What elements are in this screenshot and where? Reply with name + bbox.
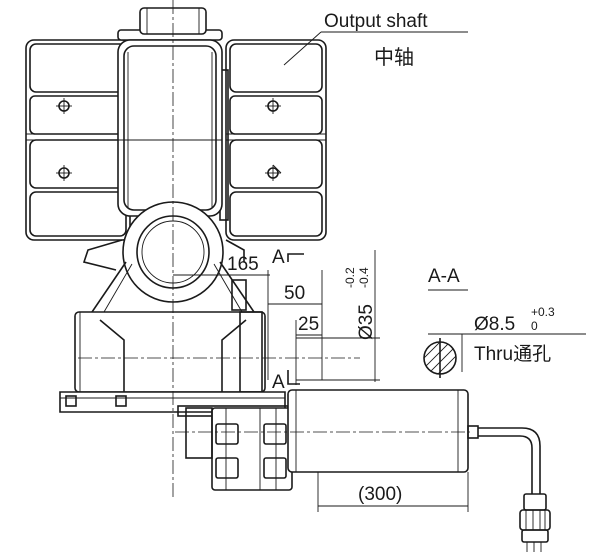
hole-note-label: Thru通孔 <box>474 343 551 365</box>
left-bolt-top-icon <box>56 98 72 114</box>
shaft-diameter-label: Ø35 <box>356 304 377 340</box>
electric-motor <box>287 389 479 473</box>
section-aa-detail: A-A Ø8.5 +0.3 0 Thru通孔 <box>423 266 586 378</box>
output-shaft-label-en: Output shaft <box>324 11 428 32</box>
hole-diameter-label: Ø8.5 <box>474 314 515 335</box>
right-motor-housing <box>219 39 327 241</box>
cable-and-connector <box>478 427 551 552</box>
output-shaft-callout: Output shaft 中轴 <box>283 11 468 69</box>
dim-25-label: 25 <box>298 314 319 335</box>
dimension-shaft-diameter: Ø35 -0.2 -0.4 <box>296 250 380 382</box>
dimension-165: 165 <box>173 254 270 276</box>
hole-tol-upper: +0.3 <box>531 305 555 319</box>
dimension-300: (300) <box>317 472 469 512</box>
left-bolt-bottom-icon <box>56 165 72 181</box>
output-shaft-label-cn: 中轴 <box>374 46 414 69</box>
section-mark-bottom: A <box>272 370 300 393</box>
shaft-tol-lower: -0.4 <box>357 267 371 288</box>
dim-50-label: 50 <box>284 283 305 304</box>
dimension-25: 25 <box>295 314 322 385</box>
central-column <box>117 7 223 217</box>
section-aa-title: A-A <box>428 266 460 287</box>
section-mark-top: A <box>272 247 304 268</box>
left-motor-housing <box>25 39 131 241</box>
right-bolt-top-icon <box>265 98 281 114</box>
shaft-tol-upper: -0.2 <box>343 267 357 288</box>
section-mark-top-label: A <box>272 247 285 268</box>
hole-tol-lower: 0 <box>531 319 538 333</box>
section-mark-bottom-label: A <box>272 372 285 393</box>
gearbox <box>74 311 266 393</box>
shaft-section-hatch-icon <box>423 338 457 378</box>
right-bolt-bottom-icon <box>265 164 282 181</box>
motor-flange <box>185 407 293 491</box>
dim-300-label: (300) <box>358 484 402 505</box>
dim-165-label: 165 <box>227 254 259 275</box>
center-lines <box>78 0 470 500</box>
dimension-50: 50 <box>267 270 322 380</box>
